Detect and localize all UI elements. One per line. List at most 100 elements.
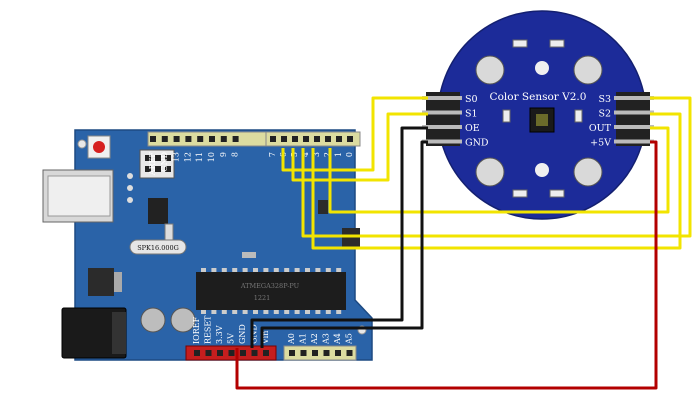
digital-label-b: 9 bbox=[219, 152, 228, 157]
header-pin[interactable] bbox=[335, 350, 341, 356]
power-label: IOREF bbox=[192, 316, 201, 344]
wire-s3 bbox=[301, 96, 692, 238]
right-pin-header bbox=[616, 92, 650, 146]
header-pin[interactable] bbox=[205, 350, 212, 356]
analog-label: A4 bbox=[333, 333, 342, 345]
wire-out bbox=[328, 126, 670, 214]
header-pin[interactable] bbox=[336, 136, 342, 142]
header-pin[interactable] bbox=[325, 136, 331, 142]
sensor-pin-label: GND bbox=[465, 138, 489, 149]
wires bbox=[235, 96, 692, 390]
header-pin[interactable] bbox=[194, 350, 200, 356]
usb-chip bbox=[148, 198, 168, 224]
sensor-pin-label: S1 bbox=[465, 109, 478, 120]
mount-hole bbox=[535, 163, 549, 177]
header-pin[interactable] bbox=[173, 136, 180, 142]
sensor-pin-label: OUT bbox=[589, 123, 612, 134]
header-pin[interactable] bbox=[292, 136, 298, 142]
header-pin[interactable] bbox=[312, 350, 318, 356]
analog-label: A1 bbox=[299, 333, 308, 345]
sensor-pin[interactable] bbox=[422, 96, 462, 100]
header-pin[interactable] bbox=[150, 136, 156, 142]
sensor-pin[interactable] bbox=[614, 110, 654, 115]
header-pin[interactable] bbox=[161, 136, 168, 142]
sensor-pin[interactable] bbox=[422, 139, 462, 144]
analog-label: A0 bbox=[287, 333, 296, 345]
smd-part bbox=[242, 252, 256, 258]
white-led bbox=[475, 55, 505, 85]
header-pin[interactable] bbox=[185, 136, 192, 142]
digital-pins bbox=[150, 136, 353, 142]
white-led bbox=[573, 157, 603, 187]
analog-header bbox=[283, 345, 357, 361]
header-pin[interactable] bbox=[281, 136, 287, 142]
power-label: GND bbox=[238, 324, 247, 344]
small-ic bbox=[342, 228, 360, 248]
left-pin-header bbox=[426, 92, 460, 146]
header-pin[interactable] bbox=[323, 350, 330, 356]
sensor-pin[interactable] bbox=[614, 96, 654, 100]
power-pins bbox=[194, 350, 269, 356]
sensor-pin-label: S0 bbox=[465, 94, 478, 105]
atmega-pins bbox=[201, 268, 342, 314]
icsp-header bbox=[139, 149, 175, 179]
voltage-regulator bbox=[88, 268, 114, 296]
header-pin[interactable] bbox=[263, 350, 269, 356]
header-pin[interactable] bbox=[197, 136, 204, 142]
small-ic bbox=[318, 200, 328, 214]
icsp-pins bbox=[145, 155, 171, 172]
sensor-title: Color Sensor V2.0 bbox=[490, 91, 587, 103]
digital-label-b: 13 bbox=[172, 152, 181, 162]
capacitor bbox=[170, 307, 196, 333]
wire-s2 bbox=[311, 112, 682, 250]
white-led bbox=[475, 157, 505, 187]
digital-label-b: GND bbox=[160, 152, 169, 172]
header-pin[interactable] bbox=[217, 350, 223, 356]
digital-label-b: 11 bbox=[195, 152, 204, 162]
power-label: Vin bbox=[261, 331, 270, 345]
header-pin[interactable] bbox=[232, 136, 239, 142]
atmega-chip bbox=[196, 272, 346, 310]
sensor-pin[interactable] bbox=[614, 139, 654, 144]
header-pin[interactable] bbox=[300, 350, 307, 356]
header-pin[interactable] bbox=[347, 136, 353, 142]
led bbox=[127, 185, 133, 191]
digital-label: 4 bbox=[301, 152, 310, 157]
sensor-pin[interactable] bbox=[614, 125, 654, 129]
crystal bbox=[129, 239, 187, 255]
header-pin[interactable] bbox=[270, 136, 276, 142]
power-label: RESET bbox=[204, 315, 213, 344]
header-pin[interactable] bbox=[228, 350, 235, 356]
digital-label: 3 bbox=[312, 152, 321, 157]
header-pin[interactable] bbox=[251, 350, 258, 356]
analog-label: A2 bbox=[310, 333, 319, 345]
header-pin[interactable] bbox=[220, 136, 227, 142]
sensor-pin-label: S3 bbox=[598, 94, 611, 105]
white-led bbox=[573, 55, 603, 85]
digital-label: 0 bbox=[345, 152, 354, 157]
mount-hole bbox=[77, 139, 87, 149]
chip-text-1: ATMEGA328P-PU bbox=[240, 282, 300, 290]
header-pin[interactable] bbox=[289, 350, 295, 356]
analog-label: A3 bbox=[322, 333, 331, 345]
header-pin[interactable] bbox=[209, 136, 215, 142]
sensor-pin[interactable] bbox=[422, 125, 462, 129]
header-pin[interactable] bbox=[240, 350, 246, 356]
digital-header-b bbox=[265, 131, 361, 147]
sensor-pin-label: +5V bbox=[590, 138, 611, 149]
sensor-pin[interactable] bbox=[422, 110, 462, 115]
digital-label: 2 bbox=[323, 152, 332, 157]
crystal-label: SPK16.000G bbox=[137, 244, 179, 252]
header-pin[interactable] bbox=[346, 350, 353, 356]
wire-s1 bbox=[291, 112, 428, 182]
sensor-pin-label: OE bbox=[465, 123, 480, 134]
header-pin[interactable] bbox=[303, 136, 309, 142]
header-pin[interactable] bbox=[314, 136, 320, 142]
usb-port-inner bbox=[47, 175, 111, 217]
